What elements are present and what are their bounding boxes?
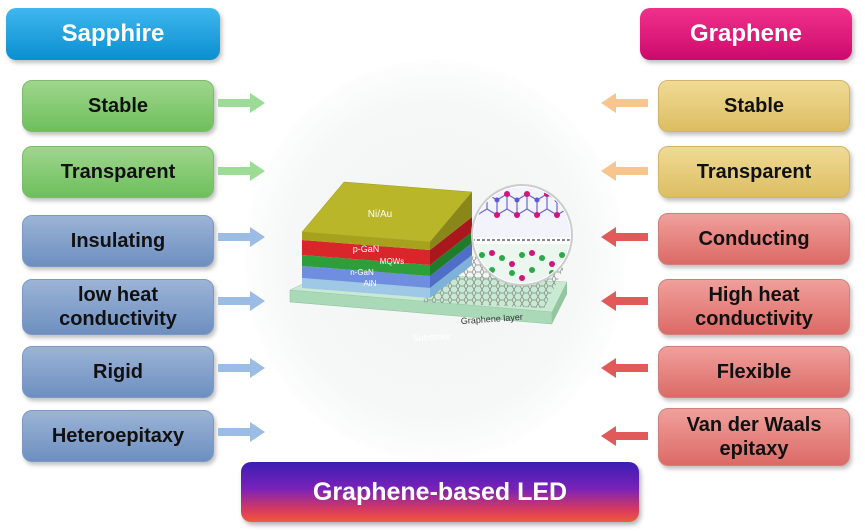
sapphire-heteroepitaxy-box: Heteroepitaxy <box>22 410 214 462</box>
led-structure-diagram: Ni/Au p-GaN MQWs n-GaN AlN Graphene laye… <box>289 181 573 344</box>
aln-layer <box>302 278 430 298</box>
mqw-label: MQWs <box>380 257 404 266</box>
arrow-right-icon <box>218 93 265 113</box>
graphene-heat-conductivity-box: High heat conductivity <box>658 279 850 335</box>
n-gan-layer <box>302 266 430 288</box>
sapphire-heat-conductivity-box: low heat conductivity <box>22 279 214 335</box>
arrow-left-icon <box>601 93 648 113</box>
arrow-right-icon <box>218 358 265 378</box>
arrow-right-icon <box>218 161 265 181</box>
p-gan-layer <box>302 240 430 265</box>
aln-label: AlN <box>364 279 377 288</box>
arrow-left-icon <box>601 291 648 311</box>
arrow-left-icon <box>601 358 648 378</box>
sapphire-stable-box: Stable <box>22 80 214 132</box>
graphene-conducting-box: Conducting <box>658 213 850 265</box>
sapphire-insulating-box: Insulating <box>22 215 214 267</box>
graphene-header: Graphene <box>640 8 852 60</box>
graphene-vdw-epitaxy-box: Van der Waals epitaxy <box>658 408 850 466</box>
arrow-right-icon <box>218 227 265 247</box>
sapphire-header: Sapphire <box>6 8 220 60</box>
arrow-left-icon <box>601 161 648 181</box>
graphene-stable-box: Stable <box>658 80 850 132</box>
graphene-layer-label: Graphene layer <box>460 312 523 326</box>
sapphire-transparent-box: Transparent <box>22 146 214 198</box>
ni-au-label: Ni/Au <box>368 209 392 220</box>
substrate-label: Substrate <box>412 331 451 344</box>
n-gan-label: n-GaN <box>350 268 374 277</box>
graphene-flexible-box: Flexible <box>658 346 850 398</box>
graphene-transparent-box: Transparent <box>658 146 850 198</box>
arrow-left-icon <box>601 426 648 446</box>
sapphire-rigid-box: Rigid <box>22 346 214 398</box>
arrow-right-icon <box>218 422 265 442</box>
mqw-layer <box>302 255 430 276</box>
graphene-led-banner: Graphene-based LED <box>241 462 639 522</box>
atomic-lattice-icon <box>474 187 570 283</box>
arrow-left-icon <box>601 227 648 247</box>
arrow-right-icon <box>218 291 265 311</box>
p-gan-label: p-GaN <box>353 244 380 254</box>
